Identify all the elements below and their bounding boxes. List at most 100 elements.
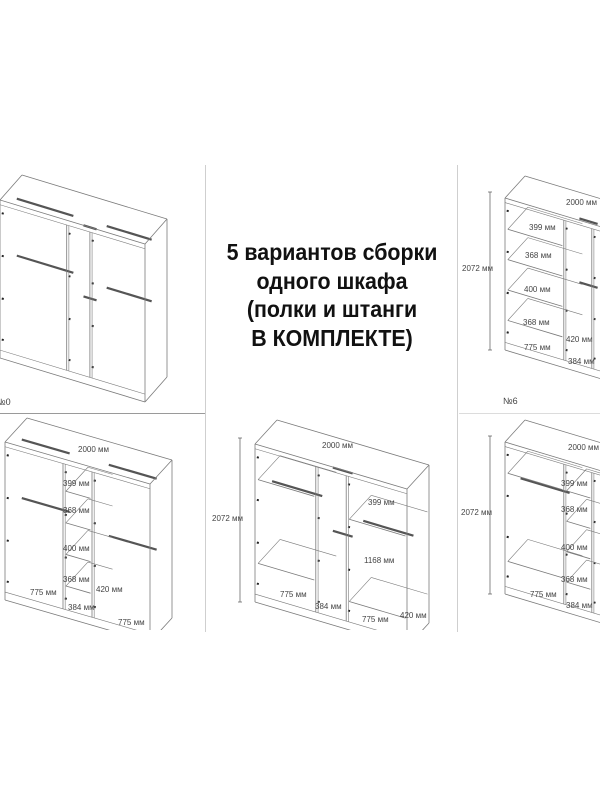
shelf-front xyxy=(257,479,315,497)
height-label: 2072 мм xyxy=(461,508,492,517)
width-label: 2000 мм xyxy=(322,441,353,450)
shelf-368-label: 368 мм xyxy=(523,318,550,327)
shelf-368-label: 368 мм xyxy=(63,575,90,584)
shelf-399-label: 399 мм xyxy=(529,223,556,232)
top-back-edge xyxy=(524,419,600,443)
shelf-front xyxy=(507,289,563,307)
hanging-rod xyxy=(271,480,323,498)
hinge-mark xyxy=(256,541,260,544)
top-panel-edge xyxy=(504,446,600,476)
shelf-side xyxy=(349,495,372,520)
shelf-368-label: 368 мм xyxy=(561,575,588,584)
top-back-edge xyxy=(26,417,173,461)
shelf-399-label: 399 мм xyxy=(368,498,395,507)
hanging-rod xyxy=(520,477,570,495)
shelf-back xyxy=(87,466,113,475)
shelf-back xyxy=(527,267,583,285)
depth-775-label: 775 мм xyxy=(280,590,307,599)
plinth-edge xyxy=(0,349,146,395)
shelf-front xyxy=(507,320,563,338)
shelf-front xyxy=(65,522,91,531)
top-back-edge xyxy=(276,419,430,466)
hinge-mark xyxy=(256,582,260,586)
bottom-right-edge xyxy=(160,617,173,630)
shelf-front xyxy=(257,563,315,581)
hanging-rod xyxy=(21,438,70,455)
width-label: 2000 мм xyxy=(568,443,599,452)
bottom-front-edge xyxy=(504,349,600,379)
bottom-right-edge xyxy=(422,622,430,630)
shelf-back xyxy=(527,450,583,468)
shelf-side xyxy=(65,530,89,555)
variant-bottom-right: 2072 мм 2000 мм 399 мм 368 мм 400 мм 368… xyxy=(461,419,600,623)
bottom-front-edge xyxy=(504,593,600,623)
shelf-back xyxy=(527,539,583,557)
top-left-edge xyxy=(0,174,23,201)
depth-420-label: 420 мм xyxy=(566,335,593,344)
mid-384-label: 384 мм xyxy=(68,603,95,612)
shelf-front xyxy=(566,490,591,499)
variant-top-right: №6 2072 мм 2000 мм 399 мм 368 мм 400 мм … xyxy=(462,175,600,406)
top-front-edge xyxy=(0,199,146,245)
top-back-edge xyxy=(524,175,600,199)
shelf-side xyxy=(507,539,529,562)
width-label: 2000 мм xyxy=(566,198,597,207)
shelf-side xyxy=(349,577,372,602)
shelf-back xyxy=(586,498,600,504)
hanging-rod xyxy=(16,197,74,217)
bottom-right-edge xyxy=(144,376,168,403)
shelf-368-label: 368 мм xyxy=(525,251,552,260)
bottom-front-edge xyxy=(4,599,111,630)
hinge-mark xyxy=(506,250,509,254)
height-label: 2072 мм xyxy=(462,264,493,273)
headline: 5 вариантов сборки одного шкафа (полки и… xyxy=(207,238,457,352)
top-panel-edge xyxy=(0,204,146,250)
top-left-edge xyxy=(504,175,526,199)
rod-1168-label: 1168 мм xyxy=(364,556,394,565)
hanging-rod xyxy=(579,281,598,289)
shelf-368-label: 368 мм xyxy=(561,505,588,514)
shelf-side xyxy=(257,539,281,564)
depth-775-label: 775 мм xyxy=(530,590,557,599)
shelf-back xyxy=(87,498,113,507)
headline-line: 5 вариантов сборки xyxy=(226,239,438,265)
top-front-edge xyxy=(504,197,600,227)
hinge-mark xyxy=(506,575,509,578)
hinge-mark xyxy=(256,456,260,459)
grid-dividers xyxy=(0,165,600,632)
hinge-mark xyxy=(506,494,509,498)
shelf-side xyxy=(566,499,587,522)
shelf-side xyxy=(507,298,529,321)
shelf-side xyxy=(507,267,529,291)
top-right-edge xyxy=(149,459,173,485)
shelf-400-label: 400 мм xyxy=(63,544,90,553)
hinge-mark xyxy=(6,454,9,457)
hinge-mark xyxy=(1,297,4,300)
shelf-back xyxy=(586,559,600,565)
hinge-mark xyxy=(506,209,509,213)
hanging-rod xyxy=(332,466,353,475)
shelf-front xyxy=(507,228,563,247)
shelf-front xyxy=(566,520,591,529)
headline-line: (полки и штанги xyxy=(246,296,418,322)
shelf-back xyxy=(279,539,337,557)
shelf-back xyxy=(527,298,583,316)
shelf-front xyxy=(65,585,91,594)
shelf-back xyxy=(586,468,600,474)
hanging-rod xyxy=(16,254,74,274)
hinge-mark xyxy=(6,496,9,500)
shelf-back xyxy=(371,577,428,595)
shelf-back xyxy=(586,529,600,535)
hanging-rod xyxy=(106,286,152,303)
shelf-back xyxy=(87,530,113,538)
top-panel-edge xyxy=(504,202,600,232)
shelf-side xyxy=(566,559,587,583)
plinth-edge xyxy=(254,593,378,630)
shelf-side xyxy=(65,561,89,587)
width-label: 2000 мм xyxy=(78,445,109,454)
bottom-front-edge xyxy=(254,601,351,630)
shelf-back xyxy=(279,455,337,473)
top-right-edge xyxy=(406,464,430,490)
top-panel-edge xyxy=(4,446,151,490)
